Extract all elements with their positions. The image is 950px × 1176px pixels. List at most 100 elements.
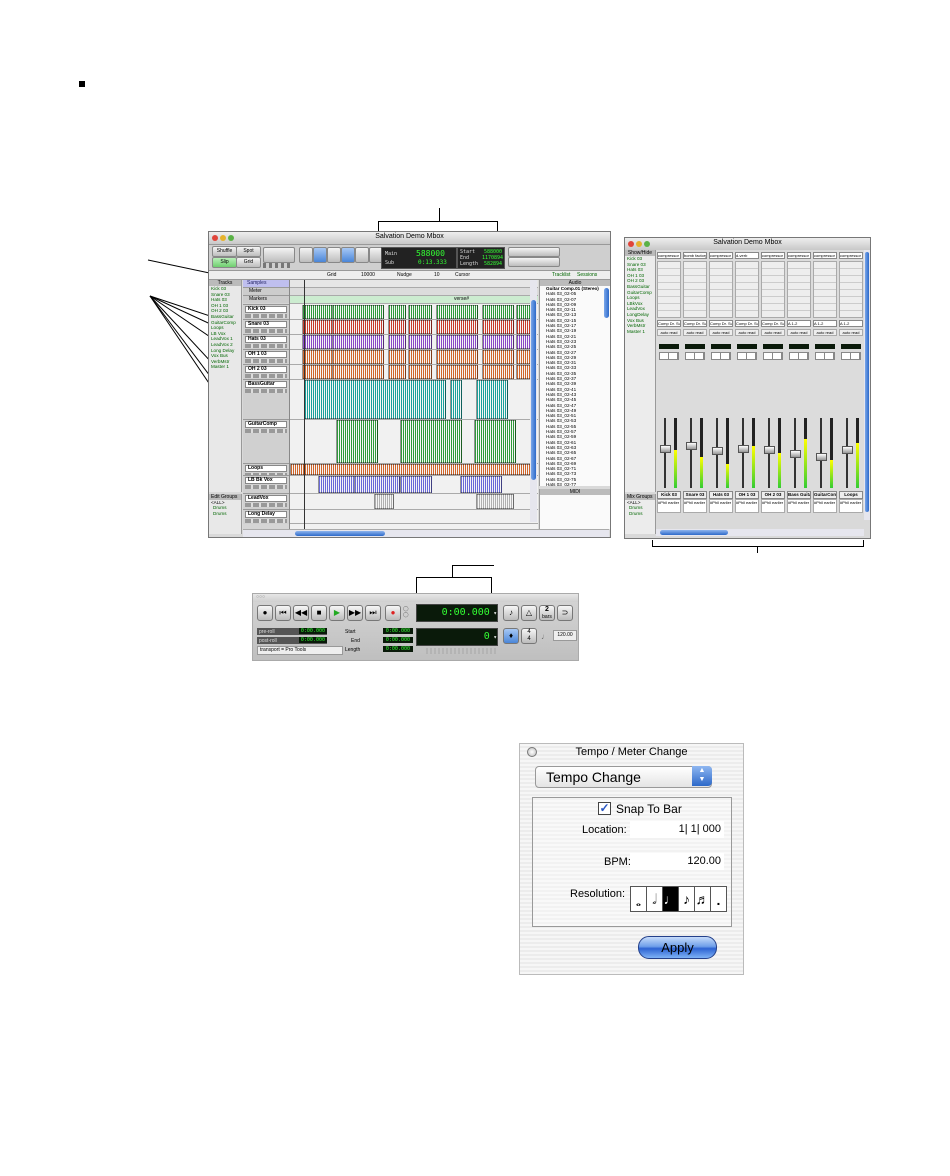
audio-file-item[interactable]: Hats 03_02-07 — [546, 296, 577, 302]
track-lane[interactable] — [290, 509, 538, 524]
audio-file-item[interactable]: Hats 03_02-37 — [546, 376, 577, 382]
track-lane[interactable] — [290, 349, 538, 365]
audio-region[interactable] — [388, 320, 406, 334]
transport-window-controls[interactable]: ○○○ — [256, 594, 266, 600]
minimize-icon[interactable] — [220, 235, 226, 241]
io-selector[interactable]: A 1-2 — [839, 320, 863, 327]
comments-field[interactable]: #Phil earlier — [683, 499, 707, 513]
comments-field[interactable]: #Phil earlier — [813, 499, 837, 513]
slip-button[interactable]: Slip — [212, 257, 237, 268]
volume-fader[interactable] — [764, 446, 775, 454]
strip-name[interactable]: OH 2 03 — [761, 491, 785, 499]
strip-name[interactable]: Hats 03 — [709, 491, 733, 499]
chevron-down-icon[interactable]: ▾ — [489, 634, 497, 641]
audio-file-item[interactable]: Hats 03_02-05 — [546, 291, 577, 297]
volume-fader[interactable] — [816, 453, 827, 461]
grid-button[interactable]: Grid — [236, 257, 261, 268]
audio-file-item[interactable]: Hats 03_02-25 — [546, 344, 577, 350]
audio-region[interactable] — [482, 305, 514, 319]
io-selector[interactable]: Comp Dr. Sub — [709, 320, 733, 327]
audio-regions-scrollbar[interactable] — [604, 288, 609, 318]
quarter-note-icon[interactable]: ♩ — [663, 887, 679, 911]
edit-group-all[interactable]: <ALL> — [211, 500, 225, 505]
audio-file-item[interactable]: Hats 03_02-53 — [546, 418, 577, 424]
audio-file-item[interactable]: Hats 03_02-39 — [546, 381, 577, 387]
audio-file-item[interactable]: Hats 03_02-43 — [546, 391, 577, 397]
eighth-note-icon[interactable]: ♪ — [679, 887, 695, 911]
track-buttons[interactable] — [245, 329, 287, 333]
audio-file-item[interactable]: Hats 03_02-55 — [546, 423, 577, 429]
sends-slots[interactable] — [709, 261, 733, 318]
audio-region[interactable] — [400, 476, 432, 493]
strip-name[interactable]: OH 1 03 — [735, 491, 759, 499]
audio-region[interactable] — [332, 320, 384, 334]
tracks-list-item[interactable]: LB Vox — [211, 330, 226, 336]
track-lane[interactable] — [290, 334, 538, 350]
playhead-cursor[interactable] — [304, 280, 305, 530]
zoom-icon[interactable] — [644, 241, 650, 247]
select-arrows-icon[interactable]: ▲▼ — [692, 766, 712, 786]
resolution-buttons[interactable]: 𝅝 𝅗𝅥 ♩ ♪ ♬ . — [630, 886, 727, 912]
track-header[interactable]: Long Delay — [243, 509, 289, 524]
audio-region[interactable] — [476, 494, 514, 509]
track-lane[interactable] — [290, 475, 538, 494]
online-button[interactable]: ● — [257, 605, 273, 621]
track-buttons[interactable] — [245, 485, 287, 489]
audio-file-item[interactable]: Hats 03_02-59 — [546, 434, 577, 440]
tracks-list-item[interactable]: Loops — [211, 325, 224, 331]
samples-ruler-label[interactable]: Samples — [243, 280, 289, 287]
mix-tracks-list-item[interactable]: BassGuitar — [627, 283, 650, 289]
audio-region[interactable] — [482, 350, 514, 364]
track-buttons[interactable] — [245, 359, 287, 363]
audio-region[interactable] — [388, 350, 406, 364]
audio-region[interactable] — [460, 476, 502, 493]
insert-slot[interactable]: d-verb — [735, 252, 759, 259]
stop-button[interactable]: ■ — [311, 605, 327, 621]
go-to-end-button[interactable]: ⏭ — [365, 605, 381, 621]
tracks-list-item[interactable]: VerbMstr — [211, 358, 230, 364]
close-icon[interactable] — [628, 241, 634, 247]
automation-mode[interactable]: auto read — [735, 329, 759, 336]
tracks-list-item[interactable]: Master 1 — [211, 364, 229, 370]
tracks-list-item[interactable]: Long Delay — [211, 347, 235, 353]
audio-file-item[interactable]: Hats 03_02-23 — [546, 338, 577, 344]
apply-button[interactable]: Apply — [638, 936, 717, 959]
tracks-list-item[interactable]: OH 2 03 — [211, 308, 229, 314]
audio-file-item[interactable]: Hats 03_02-31 — [546, 360, 577, 366]
mix-tracks-list-item[interactable]: Hats 03 — [627, 267, 643, 273]
audio-region[interactable] — [354, 476, 400, 493]
track-header[interactable]: GuitarComp — [243, 419, 289, 464]
audio-region[interactable] — [436, 320, 478, 334]
audio-region[interactable] — [474, 420, 516, 463]
tracks-list-item[interactable]: Snare 03 — [211, 291, 230, 297]
solo-mute-buttons[interactable] — [711, 352, 731, 360]
mix-tracks-list-item[interactable]: LBkVox — [627, 300, 643, 306]
track-lane[interactable] — [290, 364, 538, 380]
audio-region[interactable] — [302, 365, 334, 379]
track-header[interactable]: OH 2 03 — [243, 364, 289, 380]
comments-field[interactable]: #Phil earlier — [709, 499, 733, 513]
bpm-input[interactable]: 120.00 — [630, 853, 724, 870]
show-hide-header[interactable]: Show/Hide — [625, 250, 655, 256]
track-buttons[interactable] — [245, 519, 287, 523]
audio-file-item[interactable]: Hats 03_02-41 — [546, 386, 577, 392]
track-name[interactable]: OH 1 03 — [245, 351, 287, 358]
audio-region[interactable] — [332, 305, 384, 319]
solo-mute-buttons[interactable] — [841, 352, 861, 360]
audio-region[interactable] — [388, 365, 406, 379]
audio-file-item[interactable]: Hats 03_02-65 — [546, 450, 577, 456]
automation-mode[interactable]: auto read — [657, 329, 681, 336]
tracks-list-item[interactable]: LeadVox 2 — [211, 341, 233, 347]
track-header[interactable]: BassGuitar — [243, 379, 289, 420]
io-selector[interactable]: Comp Dr. Sub — [657, 320, 681, 327]
sends-slots[interactable] — [735, 261, 759, 318]
audio-region[interactable] — [436, 305, 478, 319]
sends-slots[interactable] — [683, 261, 707, 318]
marker-label[interactable]: verse# — [454, 296, 470, 302]
audio-region[interactable] — [336, 420, 378, 463]
audio-file-item[interactable]: Hats 03_02-61 — [546, 439, 577, 445]
spot-button[interactable]: Spot — [236, 246, 261, 257]
automation-mode[interactable]: auto read — [761, 329, 785, 336]
